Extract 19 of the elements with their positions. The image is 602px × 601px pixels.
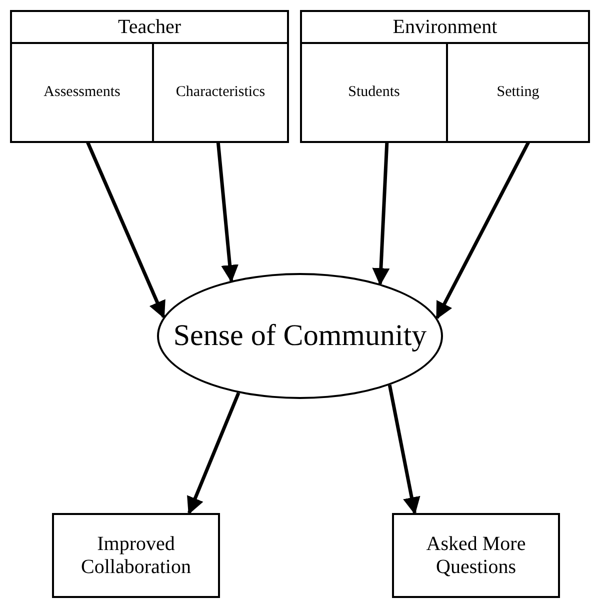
- node-label: Sense of Community: [173, 318, 427, 354]
- arrow: [216, 140, 239, 282]
- group-box: [10, 10, 289, 143]
- group-heading: Environment: [392, 14, 498, 40]
- group-heading: Teacher: [117, 14, 182, 40]
- node-label: Characteristics: [176, 84, 266, 102]
- arrow: [187, 392, 240, 515]
- outcome-box: [52, 513, 220, 598]
- category-cell: [152, 42, 287, 141]
- node-label: Asked More Questions: [425, 532, 527, 578]
- node-label: Students: [348, 84, 400, 102]
- node-label: Improved Collaboration: [80, 532, 192, 578]
- arrow: [388, 384, 420, 515]
- arrow: [372, 140, 390, 286]
- category-cell: [446, 42, 588, 141]
- group-box: [300, 10, 590, 143]
- outcome-box: [392, 513, 560, 598]
- node-label: Assessments: [44, 84, 120, 102]
- node-label: Setting: [496, 84, 540, 102]
